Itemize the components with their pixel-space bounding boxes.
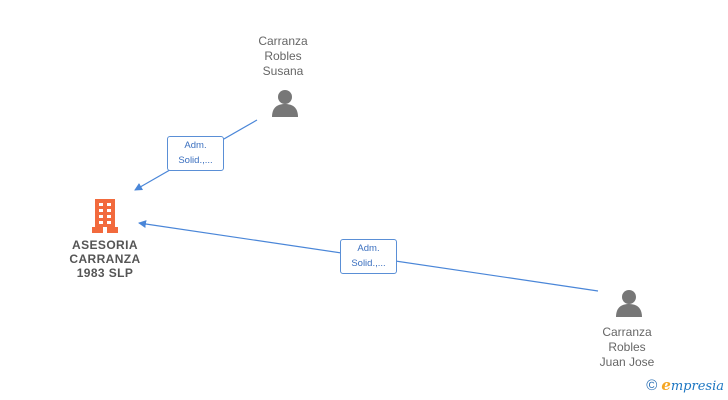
person-name-line: Juan Jose [599, 355, 655, 369]
person-name-line: Carranza [258, 34, 308, 48]
edge-role-line: Solid.,... [351, 258, 386, 269]
company-name-line: 1983 SLP [76, 266, 134, 280]
person-name-line: Carranza [602, 325, 652, 339]
company-name[interactable]: ASESORIA CARRANZA 1983 SLP [55, 238, 155, 280]
brand-rest: mpresia [670, 379, 724, 394]
edge-role-line: Solid.,... [178, 155, 213, 166]
person-name-line: Susana [262, 64, 304, 78]
person-icon[interactable] [614, 288, 644, 318]
person-name-juan-jose[interactable]: Carranza Robles Juan Jose [582, 325, 672, 370]
copyright-icon: © [646, 376, 658, 394]
person-name-susana[interactable]: Carranza Robles Susana [243, 34, 323, 79]
person-icon[interactable] [270, 88, 300, 118]
building-icon[interactable] [90, 197, 120, 233]
edge-role-badge[interactable]: Adm. Solid.,... [167, 136, 224, 171]
company-name-line: CARRANZA [69, 252, 141, 266]
person-name-line: Robles [264, 49, 302, 63]
brand-logo[interactable]: empresia [661, 376, 724, 394]
company-name-line: ASESORIA [72, 238, 138, 252]
brand-initial: e [661, 376, 671, 394]
edge-role-line: Adm. [357, 243, 380, 254]
person-name-line: Robles [608, 340, 646, 354]
edge-role-line: Adm. [184, 140, 207, 151]
footer-brand: © empresia [646, 376, 724, 394]
edge-role-badge[interactable]: Adm. Solid.,... [340, 239, 397, 274]
